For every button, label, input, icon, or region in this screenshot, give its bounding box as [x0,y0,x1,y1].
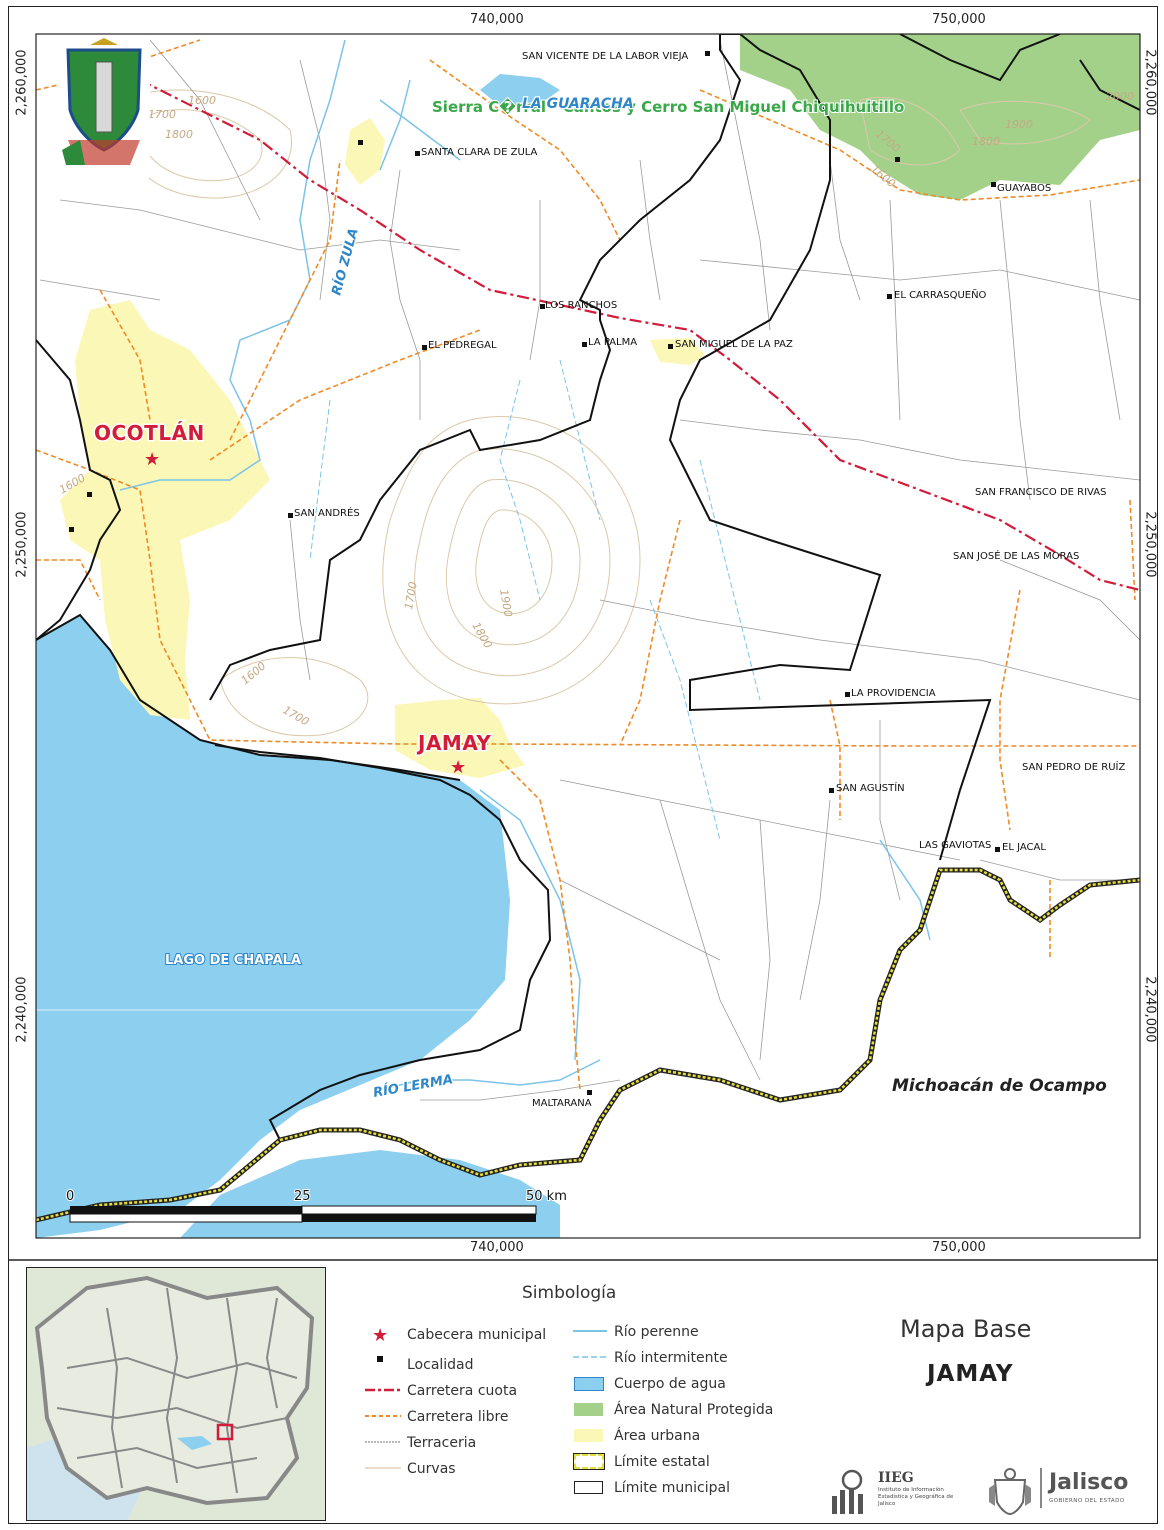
laguna-guaracha [480,74,560,106]
scale-bar: 0 25 50 km [65,1188,568,1223]
contour-label-1600: 1600 [188,94,216,107]
legend-urbana-swatch [574,1429,603,1442]
scale-label-50: 50 km [526,1189,567,1204]
locality-santa-clara: SANTA CLARA DE ZULA [421,147,538,158]
contour-label-1900b: 1900 [1005,118,1033,131]
cabecera-ocotlan-label: OCOTLÁN [94,421,205,445]
locator-inset-map [26,1267,326,1521]
locality-san-pedro: SAN PEDRO DE RUÍZ [1022,760,1125,773]
urban-jamay [395,698,525,778]
legend-area-urbana: Área urbana [614,1428,701,1444]
urban-san-miguel [650,338,705,365]
legend-carretera-cuota: Carretera cuota [407,1383,518,1399]
rio-lerma [379,1059,601,1091]
legend-anp-swatch [574,1403,603,1416]
map-subtitle: JAMAY [927,1361,1014,1387]
legend-rio-intermitente-line [573,1356,607,1358]
contour-label-1800c: 1800 [972,135,1000,148]
anp-label: Sierra C�rral - Cantos y Cerro San Migue… [432,97,904,116]
legend-cabecera: Cabecera municipal [407,1327,547,1343]
legend-curvas: Curvas [407,1461,456,1477]
locality-maltarana: MALTARANA [532,1098,592,1109]
locality-guayabos: GUAYABOS [997,183,1051,194]
guaracha-label: LA GUARACHA [522,96,634,112]
urban-zula [345,118,385,185]
map-frame [8,6,1158,1524]
iieg-pin-icon [832,1469,863,1514]
toll-road [139,79,1140,592]
coord-top-750000: 750,000 [932,12,986,27]
state-label: Michoacán de Ocampo [892,1076,1107,1096]
legend-curvas-line [365,1467,401,1469]
rio-zula [119,39,346,491]
legend-limite-estatal: Límite estatal [614,1454,710,1470]
contour-label-1700: 1700 [148,108,176,121]
locality-san-francisco: SAN FRANCISCO DE RIVAS [975,487,1106,498]
contour-label-1800: 1800 [165,128,193,141]
shore-line [36,613,461,781]
contour-label-2000: 2000 [1106,90,1134,103]
coord-bottom-750000: 750,000 [932,1240,986,1255]
locality-san-agustin: SAN AGUSTÍN [836,781,905,794]
municipal-crest-icon [58,36,150,178]
legend-rio-perenne: Río perenne [614,1324,699,1340]
locality-el-carrasqueno: EL CARRASQUEÑO [894,288,987,301]
contour-label-1700b: 1700 [402,581,420,611]
localities: SAN VICENTE DE LA LABOR VIEJA SANTA CLAR… [69,51,1125,1109]
legend-rio-perenne-line [573,1330,607,1332]
jalisco-logo: Jalisco GOBIERNO DEL ESTADO [985,1466,1145,1516]
legend-libre-line [365,1415,401,1417]
legend-localidad: Localidad [407,1357,474,1373]
legend-title: Simbología [522,1283,617,1303]
legend-carretera-libre: Carretera libre [407,1409,509,1425]
legend-cuerpo-agua: Cuerpo de agua [614,1376,726,1392]
legend-cabecera-star-icon: ★ [372,1325,389,1346]
iieg-logo: IIEG Instituto de Información Estadístic… [828,1466,998,1516]
locality-la-palma: LA PALMA [588,337,637,348]
locality-los-ranchos: LOS RANCHOS [545,300,617,311]
contour-label-1900: 1900 [497,588,515,618]
urban-ocotlan [60,300,270,720]
legend-localidad-square-icon [377,1356,383,1362]
jalisco-crest-icon [989,1468,1031,1516]
legend-anp: Área Natural Protegida [614,1402,774,1418]
cabecera-ocotlan-star: ★ [144,449,160,470]
jalisco-logo-subtext: GOBIERNO DEL ESTADO [1049,1498,1125,1504]
legend-cuerpo-agua-swatch [574,1377,604,1391]
coord-top-740000: 740,000 [470,12,524,27]
iieg-logo-subtext: Instituto de Información Estadística y G… [878,1487,954,1507]
cabecera-jamay-label: JAMAY [416,731,491,755]
anp-area [740,34,1140,200]
locality-san-miguel: SAN MIGUEL DE LA PAZ [675,339,793,350]
legend-terraceria-line [365,1441,401,1443]
map-title: Mapa Base [900,1315,1032,1343]
legend-limite-municipal-swatch [574,1481,603,1494]
legend-cuota-line [365,1388,401,1392]
scale-label-25: 25 [294,1189,311,1204]
locality-las-gaviotas: LAS GAVIOTAS [919,840,991,851]
locality-san-jose: SAN JOSÉ DE LAS MORAS [953,549,1079,562]
locality-la-providencia: LA PROVIDENCIA [851,688,936,699]
iieg-logo-text: IIEG [878,1470,914,1486]
lake-label: LAGO DE CHAPALA [165,953,301,968]
scale-label-0: 0 [66,1189,74,1204]
legend-limite-municipal: Límite municipal [614,1480,730,1496]
legend-rio-intermitente: Río intermitente [614,1350,728,1366]
locality-san-vicente: SAN VICENTE DE LA LABOR VIEJA [522,51,688,62]
legend-terraceria: Terraceria [407,1435,477,1451]
municipal-limit-ocotlan [36,339,122,641]
locality-el-jacal: EL JACAL [1002,842,1046,853]
jalisco-logo-text: Jalisco [1049,1470,1129,1495]
municipal-limit-jamay [209,34,992,861]
coord-bottom-740000: 740,000 [470,1240,524,1255]
legend-limite-estatal-swatch [573,1453,605,1470]
locality-san-andres: SAN ANDRÉS [294,506,360,519]
cabecera-jamay-star: ★ [450,757,466,778]
locality-el-pedregal: EL PEDREGAL [428,340,497,351]
